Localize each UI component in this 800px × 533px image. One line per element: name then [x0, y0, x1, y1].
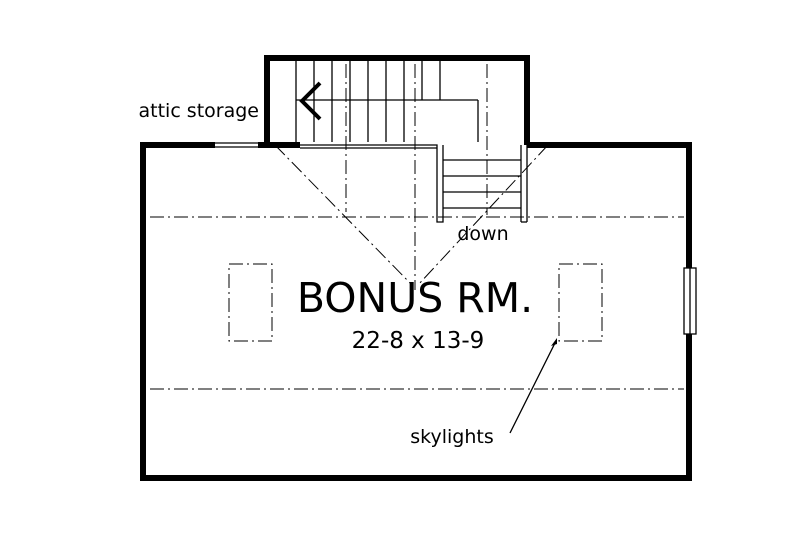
skylights-leader: [509, 338, 557, 434]
down-label: down: [457, 223, 508, 245]
stair-treads-lower: [443, 159, 521, 209]
stair-arrow-icon: [299, 81, 322, 121]
attic-storage-label: attic storage: [139, 100, 260, 122]
room-walls: [140, 55, 692, 481]
room-name: BONUS RM.: [297, 274, 533, 322]
attic-opening: [212, 142, 258, 148]
stair-treads-upper: [295, 61, 479, 142]
stair-railing: [300, 144, 528, 223]
roof-dash-lines: [150, 64, 684, 390]
window-right: [683, 267, 697, 335]
skylights-label: skylights: [410, 426, 493, 448]
skylight-right: [558, 263, 603, 342]
room-dimensions: 22-8 x 13-9: [352, 328, 485, 354]
skylight-left: [228, 263, 273, 342]
